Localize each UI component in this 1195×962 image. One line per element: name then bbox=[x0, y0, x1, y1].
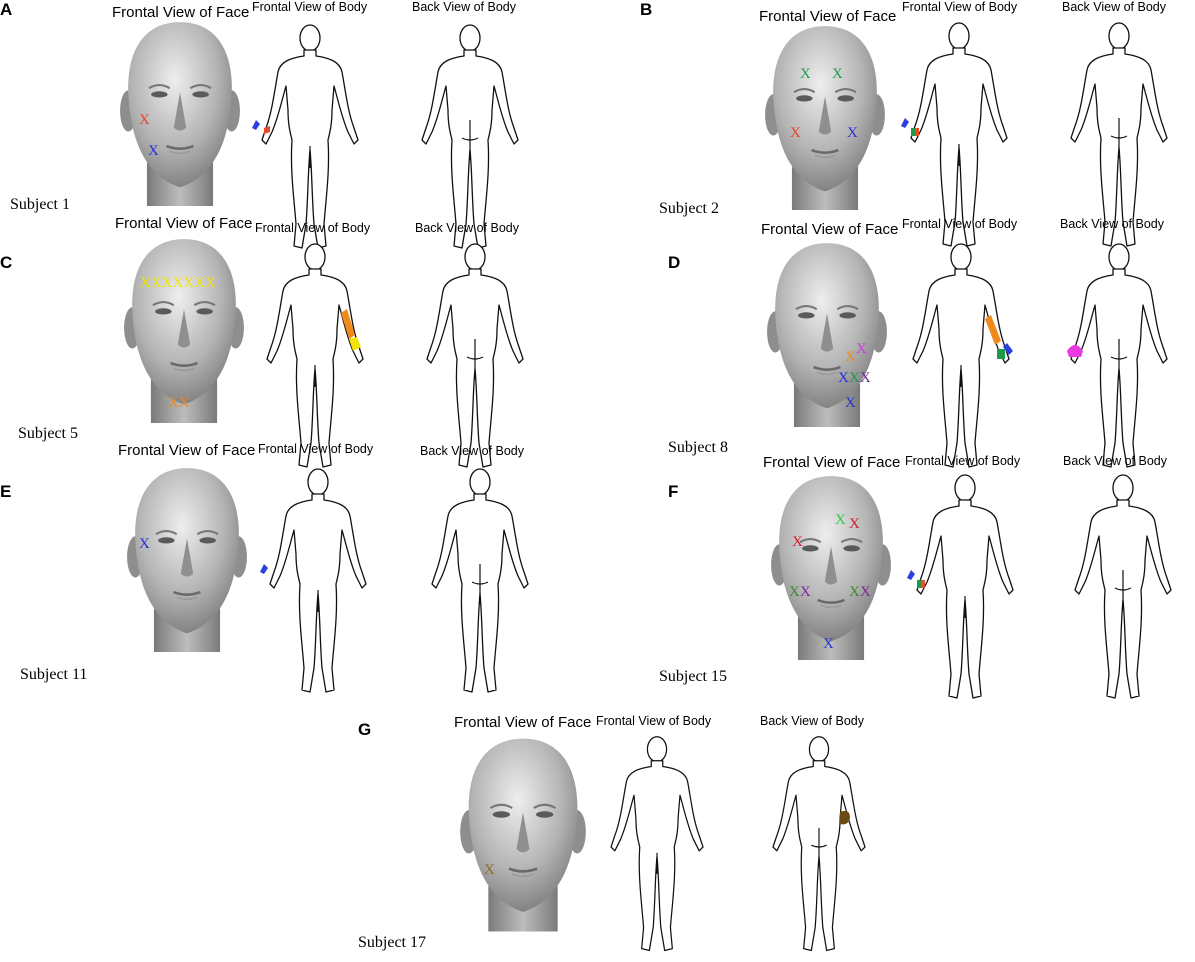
panel-b: B Frontal View of Face Frontal View of B… bbox=[605, 0, 1195, 235]
front-body-patches bbox=[901, 118, 919, 136]
panel-letter: D bbox=[668, 253, 681, 272]
back-body-title: Back View of Body bbox=[760, 714, 864, 728]
front-body-patches bbox=[252, 120, 270, 134]
back-body-title: Back View of Body bbox=[415, 221, 519, 235]
panel-f: F Frontal View of Face Frontal View of B… bbox=[605, 450, 1195, 685]
body-patch bbox=[917, 580, 921, 588]
face-mark: X bbox=[789, 584, 800, 600]
subject-label: Subject 1 bbox=[10, 196, 70, 213]
face-mark: X bbox=[800, 66, 811, 82]
face-view-title: Frontal View of Face bbox=[759, 8, 897, 25]
subject-label: Subject 17 bbox=[358, 934, 426, 951]
body-patch bbox=[341, 309, 355, 339]
face-mark: X bbox=[139, 112, 150, 128]
face-mark: X bbox=[139, 536, 150, 552]
face-view-title: Frontal View of Face bbox=[763, 454, 901, 471]
face-mark: X bbox=[860, 370, 871, 386]
front-body-patches bbox=[907, 570, 925, 588]
back-body-title: Back View of Body bbox=[1060, 217, 1164, 231]
back-body-figure bbox=[1063, 470, 1183, 710]
face-mark: X bbox=[800, 584, 811, 600]
back-body-figure bbox=[420, 464, 540, 704]
body-patch bbox=[921, 580, 925, 588]
face-figure bbox=[765, 241, 889, 427]
body-patch bbox=[915, 128, 919, 136]
face-view-title: Frontal View of Face bbox=[454, 714, 592, 731]
body-patch bbox=[1003, 343, 1013, 355]
panel-e: E Frontal View of Face Frontal View of B… bbox=[0, 440, 590, 675]
face-mark: X bbox=[792, 534, 803, 550]
back-body-title: Back View of Body bbox=[420, 444, 524, 458]
face-figure bbox=[763, 24, 887, 210]
body-patch bbox=[252, 120, 260, 130]
front-body-title: Frontal View of Body bbox=[258, 442, 374, 456]
panel-c: C Frontal View of Face Frontal View of B… bbox=[0, 215, 590, 450]
panel-letter: B bbox=[640, 0, 653, 19]
front-body-title: Frontal View of Body bbox=[902, 0, 1018, 14]
face-mark: X bbox=[835, 512, 846, 528]
face-mark: X bbox=[823, 636, 834, 652]
panel-a: A Frontal View of Face Frontal View of B… bbox=[0, 0, 590, 235]
front-body-figure bbox=[598, 732, 716, 962]
front-body-patches bbox=[341, 309, 361, 351]
face-figure bbox=[125, 466, 249, 652]
body-patch bbox=[264, 126, 270, 134]
face-mark: X bbox=[847, 125, 858, 141]
body-patch bbox=[985, 315, 1001, 345]
face-mark: X bbox=[849, 516, 860, 532]
face-mark: X bbox=[849, 584, 860, 600]
front-body-title: Frontal View of Body bbox=[255, 221, 371, 235]
subject-label: Subject 2 bbox=[659, 200, 719, 217]
panel-letter: A bbox=[0, 0, 13, 19]
subject-label: Subject 5 bbox=[18, 425, 78, 442]
body-patch bbox=[840, 810, 850, 825]
face-mark: X bbox=[856, 341, 867, 357]
body-patch bbox=[907, 570, 915, 580]
face-figure bbox=[118, 20, 242, 206]
face-mark: X bbox=[845, 349, 856, 365]
back-body-patches bbox=[840, 810, 850, 825]
panel-d: D Frontal View of Face Frontal View of B… bbox=[605, 215, 1195, 450]
face-view-title: Frontal View of Face bbox=[118, 442, 256, 459]
face-view-title: Frontal View of Face bbox=[115, 215, 253, 232]
face-mark: XX bbox=[168, 395, 190, 411]
face-mark: XXXXXXX bbox=[140, 275, 216, 291]
front-body-title: Frontal View of Body bbox=[905, 454, 1021, 468]
back-body-title: Back View of Body bbox=[1063, 454, 1167, 468]
face-view-title: Frontal View of Face bbox=[112, 4, 250, 21]
body-patch bbox=[997, 349, 1005, 359]
back-body-patches bbox=[1067, 345, 1083, 357]
body-patch bbox=[260, 564, 268, 574]
panel-letter: F bbox=[668, 482, 679, 501]
panel-letter: G bbox=[358, 720, 372, 739]
face-mark: X bbox=[148, 143, 159, 159]
face-figure bbox=[458, 736, 588, 932]
face-mark: X bbox=[484, 862, 495, 878]
back-body-title: Back View of Body bbox=[412, 0, 516, 14]
body-patch bbox=[1067, 345, 1083, 357]
front-body-title: Frontal View of Body bbox=[596, 714, 712, 728]
panel-letter: C bbox=[0, 253, 13, 272]
front-body-title: Frontal View of Body bbox=[902, 217, 1018, 231]
subject-label: Subject 8 bbox=[668, 439, 728, 456]
face-mark: X bbox=[860, 584, 871, 600]
subject-label: Subject 11 bbox=[20, 666, 88, 683]
face-view-title: Frontal View of Face bbox=[761, 221, 899, 238]
face-mark: X bbox=[832, 66, 843, 82]
face-mark: X bbox=[790, 125, 801, 141]
face-mark: X bbox=[849, 370, 860, 386]
body-patch bbox=[911, 128, 915, 136]
body-patch bbox=[349, 337, 361, 351]
panel-letter: E bbox=[0, 482, 12, 501]
panel-g: G Frontal View of Face Frontal View of B… bbox=[340, 710, 900, 961]
front-body-title: Frontal View of Body bbox=[252, 0, 368, 14]
subject-label: Subject 15 bbox=[659, 668, 727, 685]
front-body-patches bbox=[260, 564, 268, 574]
body-patch bbox=[901, 118, 909, 128]
face-mark: X bbox=[845, 395, 856, 411]
back-body-title: Back View of Body bbox=[1062, 0, 1166, 14]
face-mark: X bbox=[838, 370, 849, 386]
front-body-patches bbox=[985, 315, 1013, 359]
face-figure bbox=[769, 474, 893, 660]
